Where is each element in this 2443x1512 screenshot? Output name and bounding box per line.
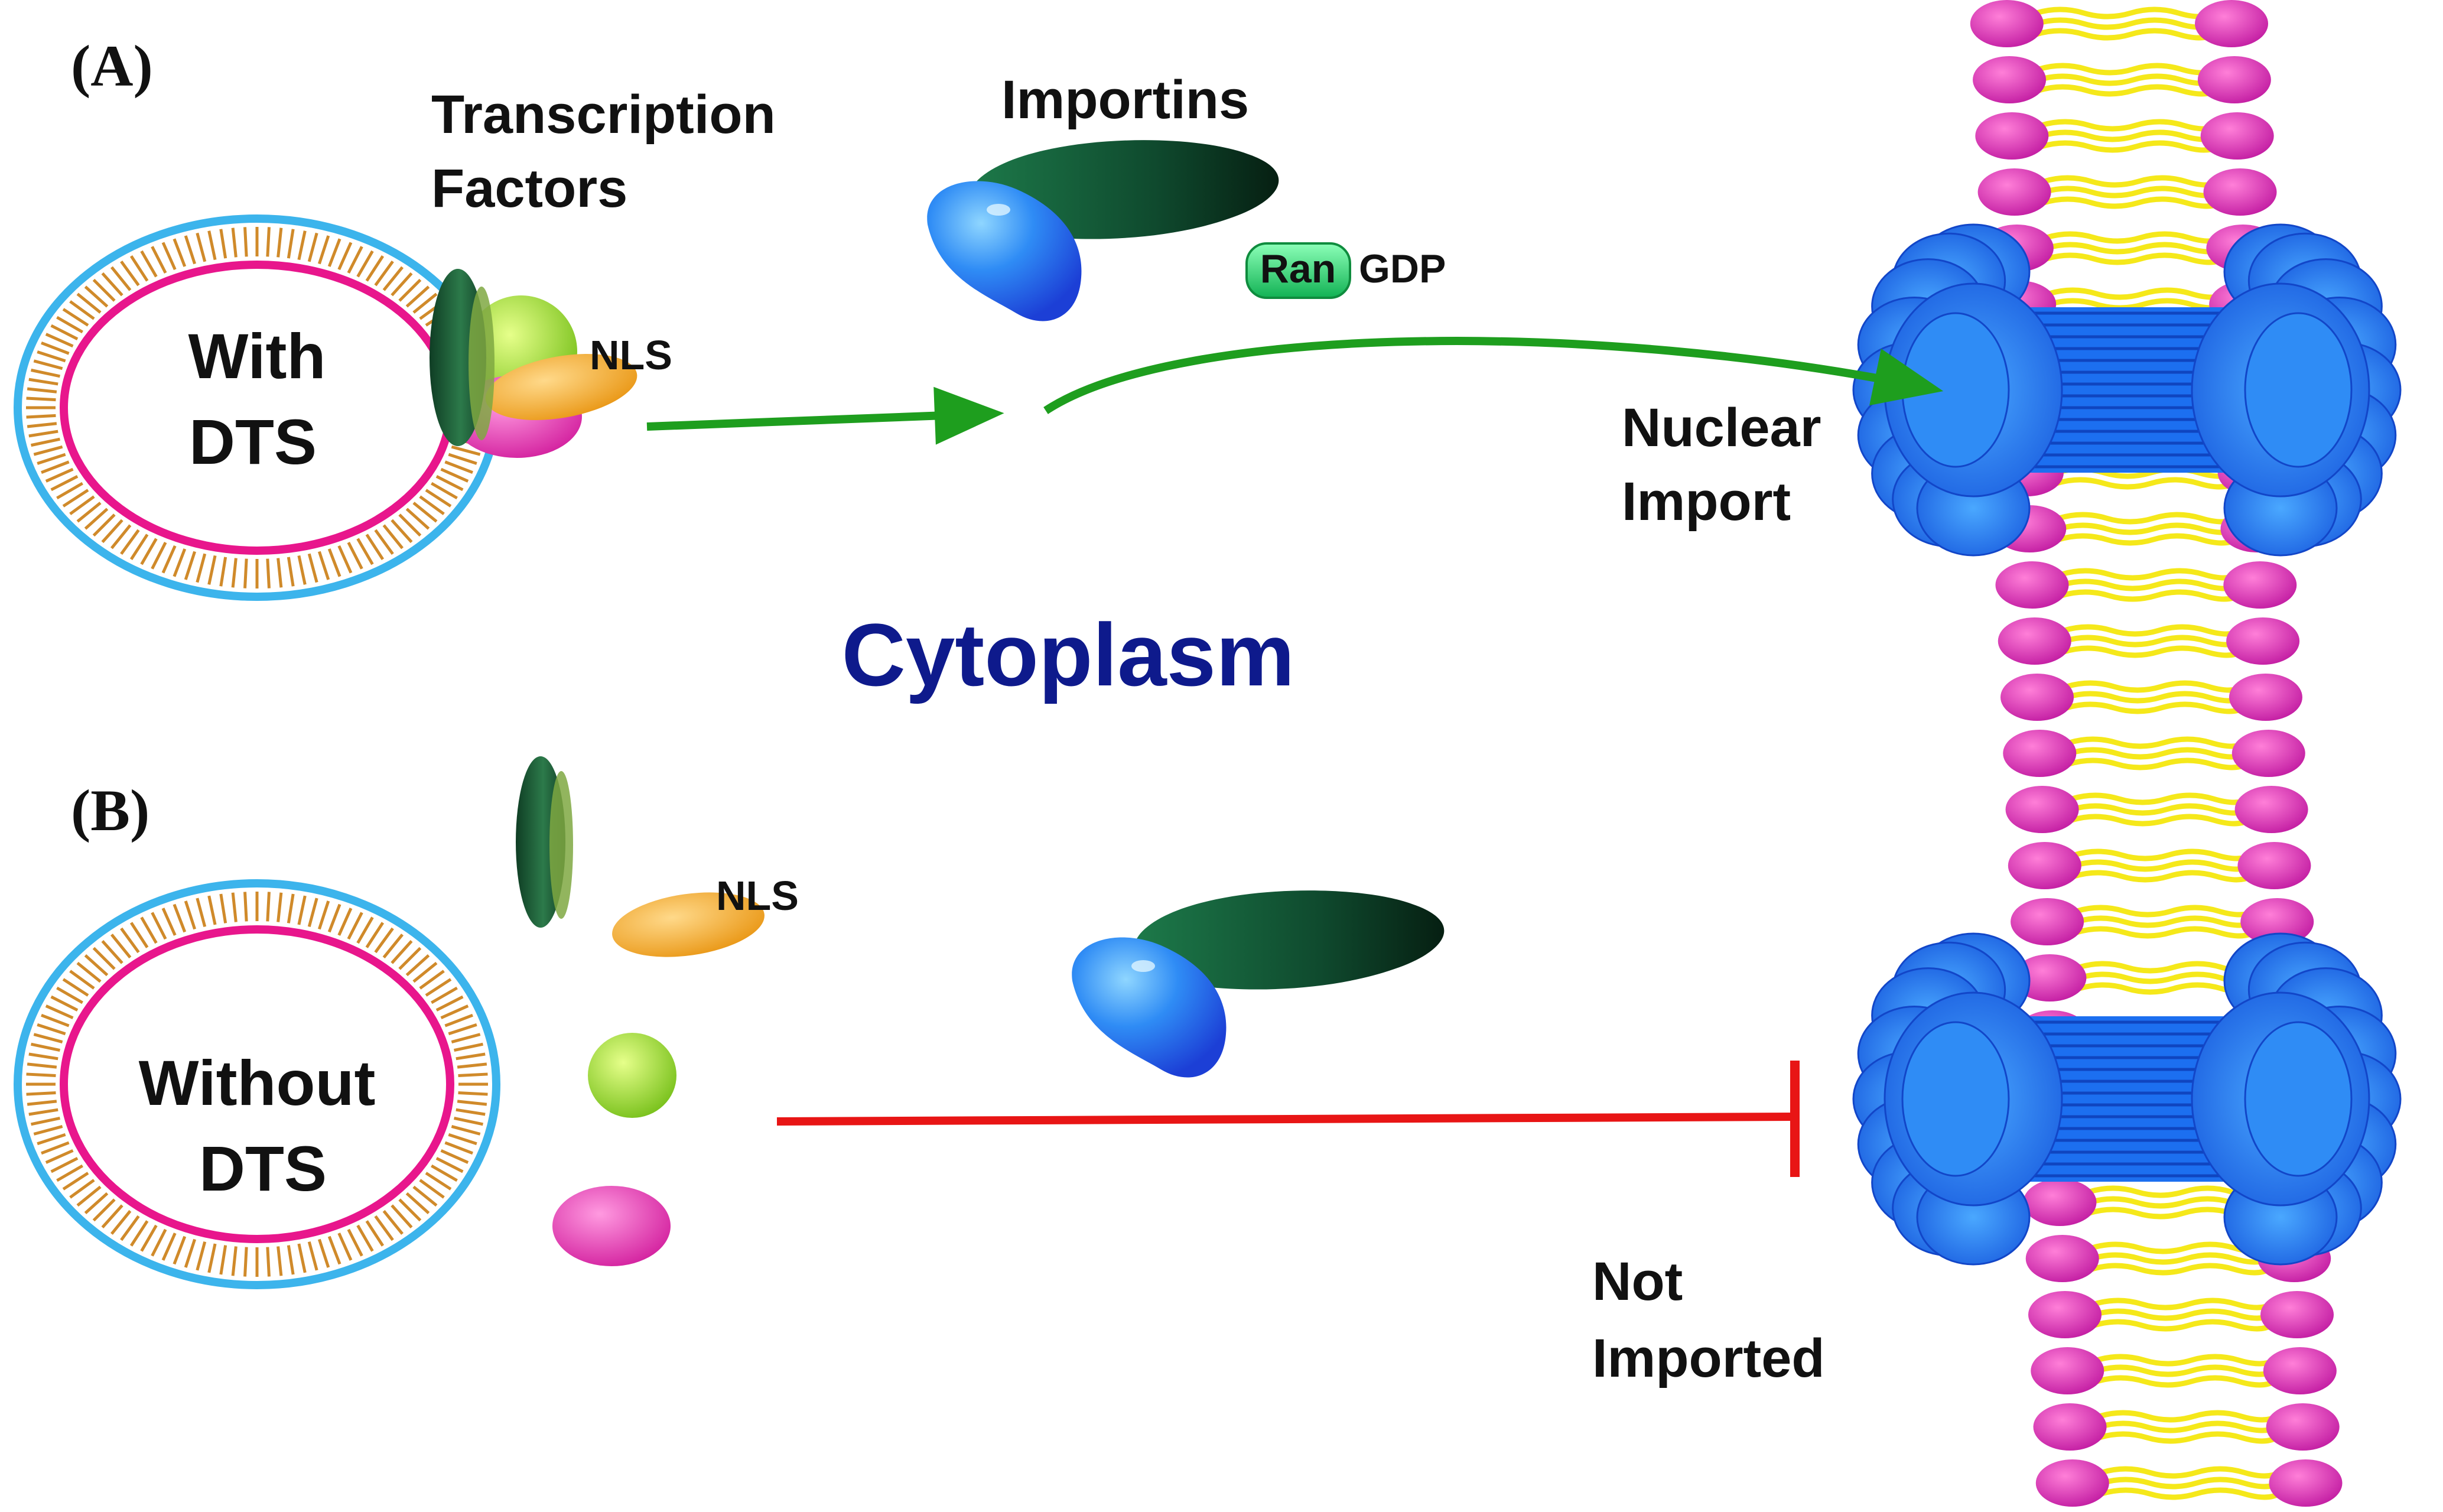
lipid-head bbox=[1995, 561, 2069, 609]
free-transcription-factors-b bbox=[516, 756, 765, 1266]
importin-complex-b bbox=[1072, 890, 1445, 1078]
lipid-head bbox=[2023, 1179, 2097, 1226]
nuclear-import-label-line2: Import bbox=[1622, 472, 1791, 532]
blocked-line bbox=[776, 1113, 1794, 1126]
panel-a-label: (A) bbox=[71, 33, 153, 99]
importin-beta-b bbox=[1133, 890, 1445, 990]
ran-badge bbox=[1245, 242, 1351, 299]
vesicle-without-dts bbox=[14, 879, 500, 1289]
lipid-head bbox=[2203, 168, 2277, 216]
vesicle-outer-membrane bbox=[14, 879, 500, 1289]
importin-complex-a bbox=[927, 140, 1279, 321]
lipid-head bbox=[2234, 786, 2308, 833]
tf-orange-nls-protein-free bbox=[612, 892, 765, 957]
importin-alpha bbox=[927, 181, 1082, 321]
tf-lime-protein-free bbox=[588, 1033, 676, 1118]
lipid-head bbox=[1998, 617, 2071, 665]
lipid-head bbox=[2240, 898, 2314, 945]
lipid-head bbox=[2231, 730, 2305, 777]
cytoplasm-label: Cytoplasm bbox=[842, 605, 1295, 704]
lipid-head bbox=[1970, 0, 2044, 47]
not-imported-label-line2: Imported bbox=[1592, 1328, 1825, 1389]
lipid-head bbox=[2035, 1459, 2109, 1507]
lipid-head bbox=[2269, 1459, 2343, 1507]
lipid-head bbox=[2260, 1291, 2334, 1338]
arrow-nuclear-import bbox=[1043, 337, 1944, 414]
nls-label-b: NLS bbox=[716, 873, 799, 919]
transcription-factor-complex-a bbox=[430, 269, 637, 458]
vesicle-b-line2: DTS bbox=[199, 1133, 327, 1204]
lipid-head bbox=[1973, 56, 2047, 103]
lipid-head bbox=[2195, 0, 2269, 47]
gdp-label: GDP bbox=[1359, 246, 1446, 291]
lipid-head bbox=[2197, 56, 2271, 103]
lipid-head bbox=[2003, 730, 2077, 777]
importin-highlight bbox=[987, 204, 1010, 216]
lipid-head bbox=[2008, 842, 2081, 889]
vesicle-a-line1: With bbox=[188, 320, 326, 392]
nuclear-import-label-line1: Nuclear bbox=[1622, 398, 1821, 458]
lipid-head bbox=[2263, 1347, 2337, 1394]
panel-b-label: (B) bbox=[71, 778, 149, 843]
lipid-head bbox=[2000, 674, 2074, 721]
ran-gdp: Ran GDP bbox=[1245, 242, 1446, 299]
lipid-head bbox=[2013, 954, 2087, 1002]
lipid-head bbox=[2011, 898, 2084, 945]
vesicle-a-line2: DTS bbox=[189, 406, 317, 477]
vesicle-lipid-stripes bbox=[26, 892, 488, 1277]
tf-dark-green-highlight-free bbox=[549, 771, 573, 919]
lipid-head bbox=[2237, 842, 2311, 889]
nuclear-pore-complex-bottom bbox=[1852, 932, 2402, 1266]
vesicle-inner-membrane bbox=[60, 925, 454, 1243]
tf-pink-protein-free bbox=[552, 1186, 671, 1266]
vesicle-lipid-stripes bbox=[26, 227, 488, 588]
lipid-head bbox=[2200, 112, 2274, 160]
importin-highlight-b bbox=[1131, 960, 1155, 972]
lipid-head bbox=[2226, 617, 2300, 665]
vesicle-b-line1: Without bbox=[139, 1047, 376, 1118]
lipid-head bbox=[1975, 112, 2049, 160]
lipid-head bbox=[2033, 1403, 2107, 1451]
nls-label-a: NLS bbox=[590, 332, 672, 378]
lipid-head bbox=[2005, 786, 2079, 833]
lipid-head bbox=[2031, 1347, 2104, 1394]
transcription-factors-label-line1: Transcription bbox=[431, 84, 776, 145]
ran-label: Ran bbox=[1260, 246, 1336, 291]
pore-ring-inner bbox=[2244, 312, 2353, 468]
importin-alpha-b bbox=[1072, 937, 1227, 1078]
lipid-head bbox=[2223, 561, 2297, 609]
lipid-head bbox=[2229, 674, 2302, 721]
lipid-head bbox=[2025, 1235, 2099, 1282]
arrow-to-importins bbox=[646, 386, 1004, 445]
pore-ring-inner bbox=[2244, 1021, 2353, 1177]
lipid-head bbox=[1977, 168, 2051, 216]
tf-orange-nls-protein bbox=[485, 354, 637, 420]
import-pathway-arrows bbox=[646, 337, 1944, 1177]
lipid-head bbox=[2266, 1403, 2340, 1451]
tf-dark-green-highlight bbox=[469, 287, 495, 440]
not-imported-label-line1: Not bbox=[1592, 1251, 1683, 1312]
importins-label: Importins bbox=[1001, 70, 1249, 130]
lipid-head bbox=[2028, 1291, 2102, 1338]
transcription-factors-label-line2: Factors bbox=[431, 158, 627, 219]
nuclear-pore-complex-top bbox=[1852, 223, 2402, 557]
pore-ring-inner bbox=[1901, 1021, 2010, 1177]
